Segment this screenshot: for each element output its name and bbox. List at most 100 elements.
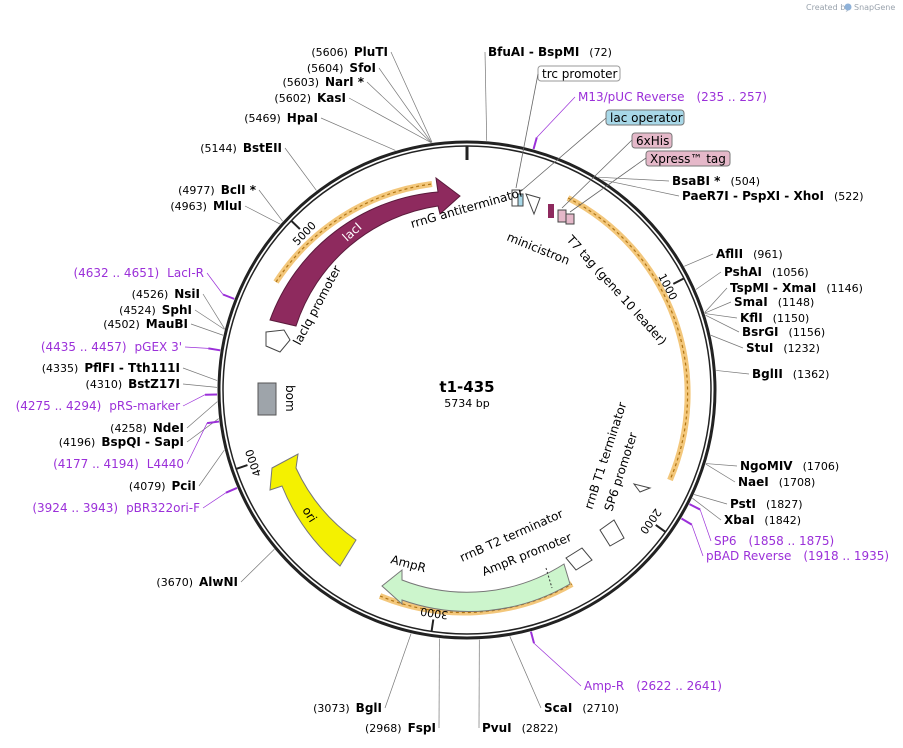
enzyme-site-mlui[interactable]: MluI(4963) [170, 199, 281, 225]
enzyme-name: SfoI [349, 61, 376, 75]
rrng-antiterminator-shape[interactable] [525, 193, 541, 216]
enzyme-name: SmaI [734, 295, 768, 309]
enzyme-site-bsabi[interactable]: BsaBI *(504) [598, 174, 760, 188]
enzyme-site-bcli[interactable]: BclI *(4977) [178, 183, 283, 222]
enzyme-position: (2968) [365, 722, 402, 735]
enzyme-position: (1362) [793, 368, 830, 381]
enzyme-position: (4258) [110, 422, 147, 435]
bom-feature-box[interactable] [257, 382, 277, 416]
primer-l4440[interactable]: L4440(4177 .. 4194) [53, 420, 220, 471]
ori-feature-arrow[interactable] [269, 453, 357, 567]
enzyme-position: (5469) [244, 112, 281, 125]
enzyme-site-alwni[interactable]: AlwNI(3670) [156, 549, 275, 589]
tick-mark-2000 [655, 524, 667, 533]
primer-pbad-reverse[interactable]: pBAD Reverse(1918 .. 1935) [680, 517, 889, 563]
enzyme-site-kfli[interactable]: KflI(1150) [704, 311, 810, 325]
enzyme-site-hpai[interactable]: HpaI(5469) [244, 111, 396, 151]
enzyme-site-pvui[interactable]: PvuI(2822) [478, 639, 558, 735]
tick-mark-1000 [672, 277, 685, 285]
his-tag-callout[interactable]: 6xHis [631, 132, 673, 149]
enzyme-position: (1842) [764, 514, 801, 527]
primer-m13-puc-reverse[interactable]: M13/pUC Reverse(235 .. 257) [532, 90, 767, 150]
tick-mark-4000 [235, 464, 248, 470]
ampr-feature-arrow[interactable] [381, 563, 571, 612]
enzyme-site-smai[interactable]: SmaI (1148) [704, 295, 815, 314]
primer-name: pGEX 3' [135, 340, 182, 354]
primer-amp-r[interactable]: Amp-R(2622 .. 2641) [529, 631, 722, 693]
enzyme-site-bsrgi[interactable]: BsrGI(1156) [705, 314, 826, 339]
xpress-tag-callout[interactable]: Xpress™ tag [645, 150, 731, 167]
t7-tag-shape[interactable] [548, 204, 554, 218]
primer-prs-marker[interactable]: pRS-marker(4275 .. 4294) [16, 393, 218, 413]
enzyme-name: BsaBI * [672, 174, 721, 188]
enzyme-site-bspqi[interactable]: BspQI - SapI(4196) [59, 418, 219, 449]
enzyme-site-xbai[interactable]: XbaI(1842) [692, 497, 801, 527]
enzyme-name: KasI [317, 91, 346, 105]
enzyme-name: PciI [172, 479, 197, 493]
primer-range: (4275 .. 4294) [16, 399, 102, 413]
primer-pbr322ori-f[interactable]: pBR322ori-F(3924 .. 3943) [32, 487, 238, 515]
primer-pgex-3-[interactable]: pGEX 3'(4435 .. 4457) [41, 340, 221, 354]
enzyme-site-tspmi[interactable]: TspMI - XmaI(1146) [704, 281, 863, 313]
enzyme-site-psti[interactable]: PstI(1827) [694, 494, 803, 511]
his-tag-label: 6xHis [636, 134, 669, 148]
primer-mark [532, 137, 538, 150]
enzyme-site-pshai[interactable]: PshAI(1056) [695, 265, 809, 290]
snapgene-brand-text: SnapGene [854, 3, 895, 12]
enzyme-site-nari[interactable]: NarI *(5603) [282, 75, 432, 143]
tick-label-4000: 4000 [243, 448, 264, 479]
enzyme-name: NdeI [153, 421, 184, 435]
primer-mark [206, 420, 220, 425]
enzyme-site-pluti[interactable]: PluTI(5606) [311, 45, 433, 143]
enzyme-position: (4310) [86, 378, 123, 391]
enzyme-site-bglii[interactable]: BglII (1362) [716, 367, 829, 381]
rrnb-t1-terminator-shape[interactable] [632, 483, 652, 493]
enzyme-site-sphi[interactable]: SphI(4524) [119, 303, 225, 330]
primer-range: (235 .. 257) [697, 90, 767, 104]
trc-promoter-callout[interactable]: trc promoter [537, 65, 621, 82]
lac-operator-callout[interactable]: lac operator [605, 109, 685, 126]
enzyme-site-ngomiv[interactable]: NgoMIV(1706) [705, 459, 839, 473]
primer-mark [225, 487, 238, 494]
enzyme-site-bstz17i[interactable]: BstZ17I(4310) [86, 377, 218, 391]
enzyme-name: BglII [752, 367, 783, 381]
enzyme-site-sfoi[interactable]: SfoI (5604) [307, 61, 432, 143]
lac-operator-shape[interactable] [517, 193, 524, 207]
enzyme-site-bfuai[interactable]: BfuAI - BspMI(72) [484, 45, 612, 141]
enzyme-position: (1148) [778, 296, 815, 309]
primer-range: (4177 .. 4194) [53, 457, 139, 471]
laciq-promoter-arrow[interactable] [265, 329, 291, 353]
rrnb-t2-terminator-shape[interactable] [565, 547, 593, 571]
enzyme-name: MauBI [146, 317, 188, 331]
primer-name: LacI-R [167, 266, 204, 280]
enzyme-site-pcii[interactable]: PciI(4079) [129, 449, 225, 493]
enzyme-position: (1150) [773, 312, 810, 325]
enzyme-name: BclI * [221, 183, 257, 197]
enzyme-site-pflfi[interactable]: PflFI - Tth111I(4335) [42, 361, 218, 381]
primer-name: SP6 [714, 534, 737, 548]
laci-feature-arrow[interactable] [269, 176, 461, 327]
enzyme-site-bgli[interactable]: BglI(3073) [313, 633, 412, 715]
enzyme-site-paer7i[interactable]: PaeR7I - PspXI - XhoI(522) [602, 179, 864, 203]
sp6-promoter-arrow[interactable] [599, 519, 625, 547]
enzyme-name: PflFI - Tth111I [84, 361, 180, 375]
xpress-tag-shape[interactable] [565, 213, 575, 225]
enzyme-site-fspi[interactable]: FspI(2968) [365, 638, 440, 735]
enzyme-site-naei[interactable]: NaeI(1708) [705, 463, 816, 489]
enzyme-position: (961) [753, 248, 783, 261]
enzyme-site-bsteii[interactable]: BstEII (5144) [200, 141, 317, 191]
enzyme-name: BstEII [243, 141, 282, 155]
enzyme-site-maubi[interactable]: MauBI(4502) [103, 317, 224, 336]
his-tag-shape[interactable] [557, 209, 567, 223]
enzyme-site-ndei[interactable]: NdeI (4258) [110, 401, 218, 435]
primer-sp6[interactable]: SP6(1858 .. 1875) [688, 503, 834, 548]
enzyme-site-kasi[interactable]: KasI(5602) [274, 91, 432, 143]
primer-laci-r[interactable]: LacI-R(4632 .. 4651) [73, 266, 235, 300]
enzyme-name: AflII [716, 247, 743, 261]
enzyme-site-nsii[interactable]: NsiI(4526) [132, 287, 225, 330]
enzyme-site-stui[interactable]: StuI(1232) [710, 334, 820, 355]
enzyme-position: (5604) [307, 62, 344, 75]
enzyme-site-scai[interactable]: ScaI(2710) [509, 636, 619, 715]
enzyme-site-aflii[interactable]: AflII (961) [684, 247, 783, 267]
enzyme-position: (5144) [200, 142, 237, 155]
